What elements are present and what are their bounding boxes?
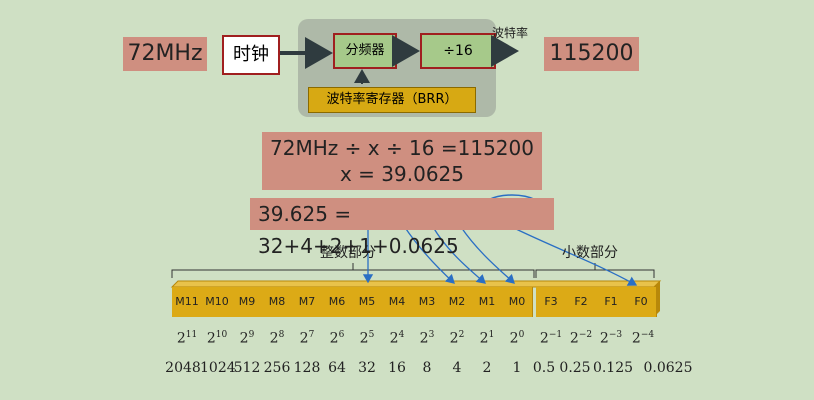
register-cell-F2: F2	[566, 287, 597, 317]
sum-term: 2	[329, 234, 343, 258]
sum-plus: +	[283, 234, 301, 258]
weight-value: 8	[422, 360, 432, 376]
clock-box: 时钟	[222, 35, 280, 75]
power-label: 2−2	[569, 330, 593, 347]
sum-term: 32	[258, 234, 284, 258]
power-label: 28	[269, 330, 285, 347]
sum-plus: +	[342, 234, 360, 258]
weight-value: 256	[263, 360, 291, 376]
power-label: 23	[419, 330, 435, 347]
integer-bracket	[171, 263, 535, 278]
power-label: 211	[176, 330, 198, 347]
register-cell-F0: F0	[626, 287, 657, 317]
weight-value: 0.125	[592, 360, 634, 376]
output-baud-rate: 115200	[544, 37, 639, 71]
equation-line-1: 72MHz ÷ x ÷ 16 =115200	[270, 136, 534, 160]
register-cell-M5: M5	[352, 287, 383, 317]
weight-value: 512	[233, 360, 261, 376]
fraction-part-label: 小数部分	[562, 245, 618, 261]
register-cell-M4: M4	[382, 287, 413, 317]
weight-value: 128	[293, 360, 321, 376]
brr-register-box: 波特率寄存器（BRR）	[308, 87, 476, 113]
power-label: 20	[509, 330, 525, 347]
power-label: 25	[359, 330, 375, 347]
sum-term: 1	[359, 234, 372, 258]
register-cell-F3: F3	[536, 287, 567, 317]
equation-box: 72MHz ÷ x ÷ 16 =115200 x = 39.0625	[262, 132, 542, 190]
register-cell-M10: M10	[202, 287, 233, 317]
register-cell-M8: M8	[262, 287, 293, 317]
register-cell-F1: F1	[596, 287, 627, 317]
power-label: 2−1	[539, 330, 563, 347]
register-cell-M0: M0	[502, 287, 533, 317]
arrow-fraction-to-F0	[515, 228, 638, 286]
arrow-2-to-M1	[432, 226, 486, 284]
power-label: 21	[479, 330, 495, 347]
power-label: 2−3	[599, 330, 623, 347]
power-label: 2−4	[631, 330, 655, 347]
weight-value: 0.25	[559, 360, 591, 376]
weight-value: 16	[388, 360, 406, 376]
sum-plus: +	[312, 234, 330, 258]
equation-line-2: x = 39.0625	[339, 162, 464, 186]
register-cell-M2: M2	[442, 287, 473, 317]
weight-value: 0.5	[532, 360, 556, 376]
weight-value: 0.0625	[643, 360, 693, 376]
power-label: 26	[329, 330, 345, 347]
input-frequency: 72MHz	[123, 37, 207, 71]
weight-value: 1	[512, 360, 522, 376]
register-cell-M11: M11	[172, 287, 203, 317]
power-label: 22	[449, 330, 465, 347]
weight-value: 2	[482, 360, 492, 376]
register-cell-M3: M3	[412, 287, 443, 317]
power-label: 210	[206, 330, 228, 347]
weight-value: 1024	[200, 360, 236, 376]
register-cell-M6: M6	[322, 287, 353, 317]
arrow-4-to-M2	[403, 225, 455, 284]
arrow-1-to-M0	[460, 226, 515, 284]
power-label: 27	[299, 330, 315, 347]
sum-lead: 39.625 =	[258, 202, 352, 226]
sum-decomposition: 39.625 = 32+4+2+1+0.0625	[250, 198, 554, 258]
weight-value: 4	[452, 360, 462, 376]
register-cell-M1: M1	[472, 287, 503, 317]
power-label: 24	[389, 330, 405, 347]
power-label: 29	[239, 330, 255, 347]
weight-value: 2048	[165, 360, 201, 376]
weight-value: 32	[358, 360, 376, 376]
brr-register-row: M11 M10 M9 M8 M7 M6 M5 M4 M3 M2 M1 M0 F3…	[172, 287, 657, 317]
register-cell-M7: M7	[292, 287, 323, 317]
register-cell-M9: M9	[232, 287, 263, 317]
sum-term: 4	[300, 234, 313, 258]
divider-box: 分频器	[333, 33, 397, 69]
weight-value: 64	[328, 360, 346, 376]
integer-part-label: 整数部分	[320, 245, 376, 261]
sum-term: 0.0625	[388, 234, 459, 258]
sum-plus: +	[371, 234, 389, 258]
